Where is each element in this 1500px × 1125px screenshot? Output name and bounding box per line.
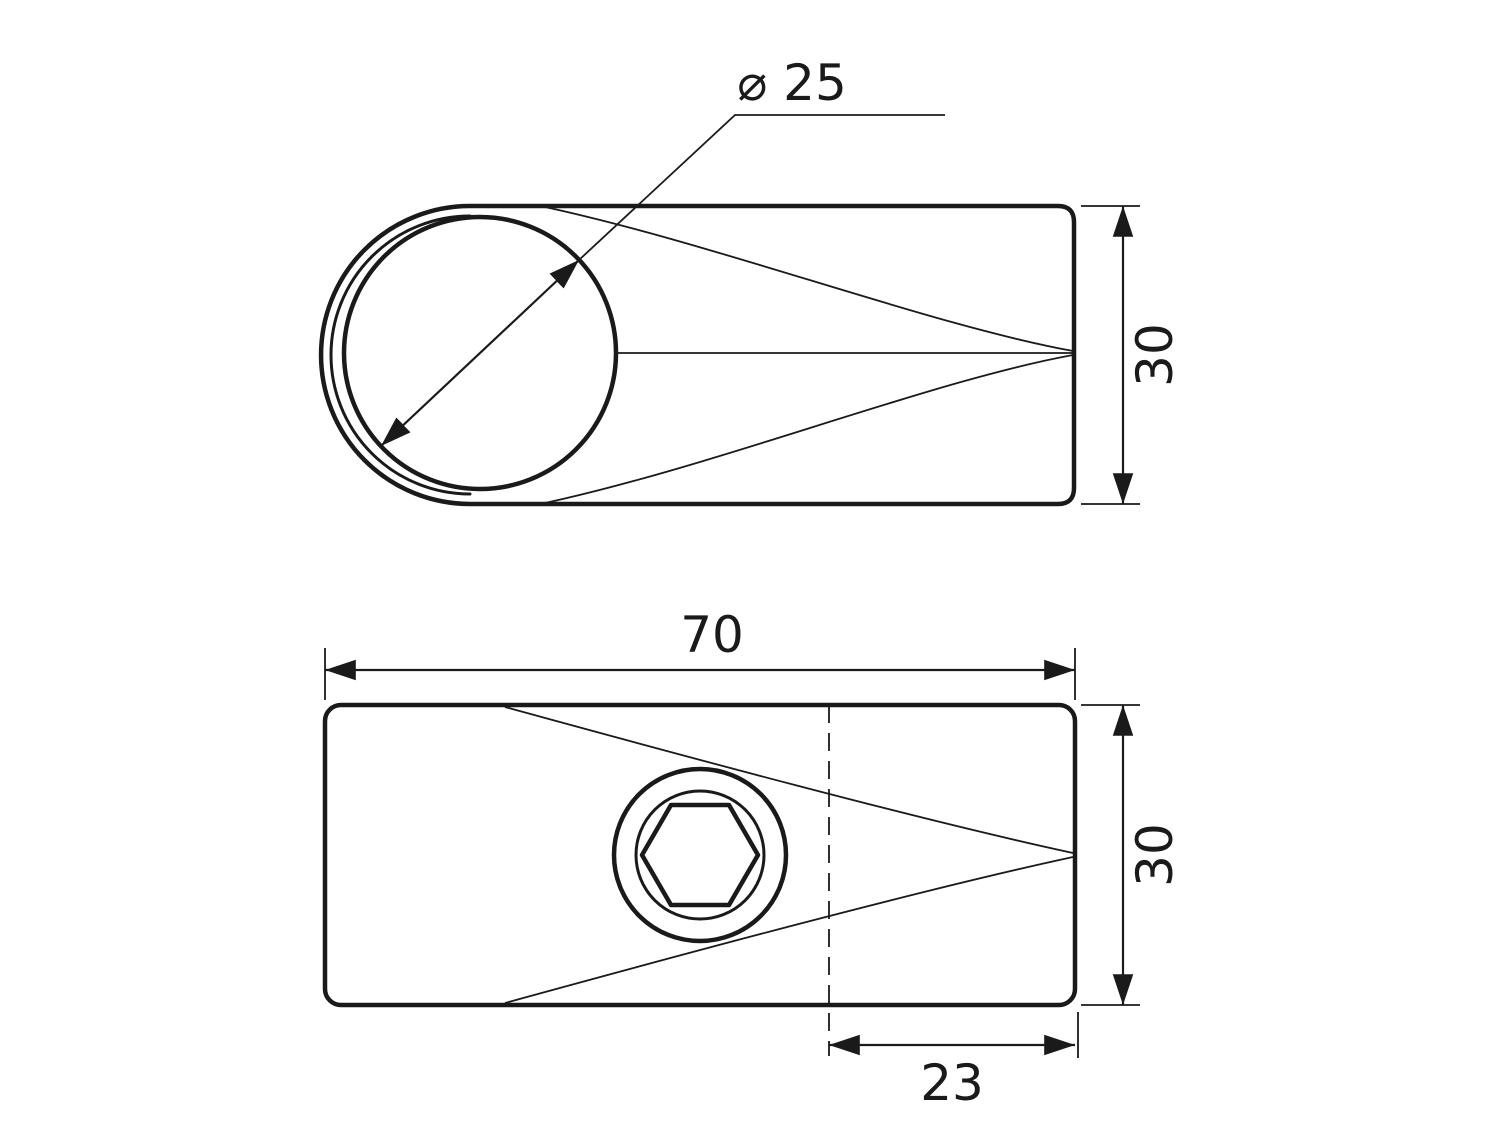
top-height-dimension: 30	[1081, 205, 1184, 505]
bottom-height-label: 30	[1126, 823, 1184, 887]
width-label: 70	[680, 606, 744, 664]
bottom-height-dimension: 30	[1081, 704, 1184, 1006]
width-dimension: 70	[324, 606, 1076, 700]
diameter-dimension-line	[380, 259, 580, 447]
top-view	[318, 203, 1077, 507]
tangent-curve-top	[504, 706, 1074, 854]
top-view-outline	[318, 203, 1077, 507]
socket-outer-circle	[611, 766, 789, 944]
bottom-view-outline	[322, 702, 1078, 1008]
diameter-label: ⌀ 25	[737, 54, 847, 112]
diameter-leader-line	[578, 114, 945, 261]
tangent-curve-bottom	[504, 856, 1074, 1004]
top-height-label: 30	[1126, 323, 1184, 387]
bottom-view	[322, 702, 1078, 1056]
tangent-curve-bottom	[544, 354, 1074, 504]
hex-socket	[639, 802, 761, 908]
top-view-inner-arc	[329, 214, 472, 496]
socket-inner-circle	[634, 789, 766, 921]
offset-dimension: 23	[829, 1012, 1079, 1112]
tangent-curve-top	[544, 206, 1074, 352]
diameter-dimension: ⌀ 25	[380, 54, 945, 447]
offset-label: 23	[920, 1054, 984, 1112]
